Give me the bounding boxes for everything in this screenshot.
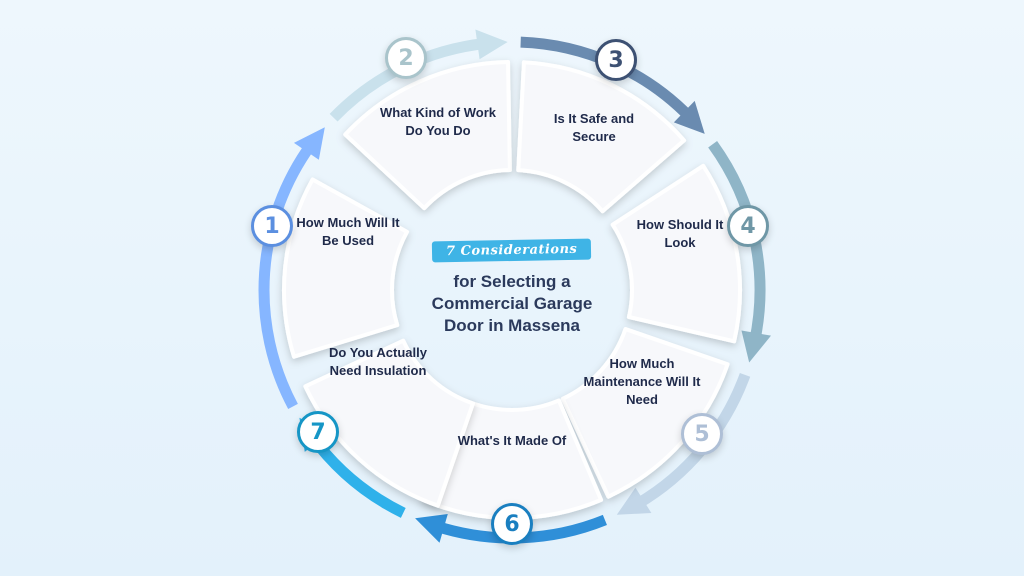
consideration-number-badge: 7 [297,411,339,453]
consideration-number-badge: 6 [491,503,533,545]
consideration-label: How Should It Look [636,217,724,250]
considerations-tag: 7 Considerations [432,238,592,263]
cycle-arrow-head [415,513,448,543]
consideration-card [343,60,512,211]
cycle-arc-segment [258,140,316,410]
cycle-arrow-head [741,330,772,363]
consideration-card [560,327,730,499]
consideration-number-badge: 1 [251,205,293,247]
center-headline: for Selecting a Commercial Garage Door i… [412,271,612,337]
consideration-label: How Much Maintenance Will It Need [583,356,701,407]
cycle-arrow-head [293,127,325,160]
headline-line: Commercial Garage [431,294,593,313]
headline-line: for Selecting a [453,272,571,291]
consideration-number-badge: 5 [681,413,723,455]
consideration-label: Do You Actually Need Insulation [329,345,427,378]
center-title: 7 Considerations for Selecting a Commerc… [412,238,612,337]
headline-line: Door in Massena [443,316,581,335]
consideration-label: How Much Will It Be Used [296,215,400,248]
cycle-arrow-head [673,100,705,134]
consideration-number-badge: 3 [595,39,637,81]
consideration-card [610,163,742,344]
consideration-number-badge: 2 [385,37,427,79]
cycle-arrow-head [475,29,508,60]
cycle-arrow-head [616,487,652,515]
consideration-number-badge: 4 [727,205,769,247]
consideration-label: Is It Safe and Secure [553,111,635,144]
consideration-card [303,338,475,508]
consideration-label: What Kind of Work Do You Do [379,105,497,138]
consideration-label: What's It Made Of [457,433,567,448]
consideration-card [282,177,410,359]
consideration-card [516,60,687,214]
